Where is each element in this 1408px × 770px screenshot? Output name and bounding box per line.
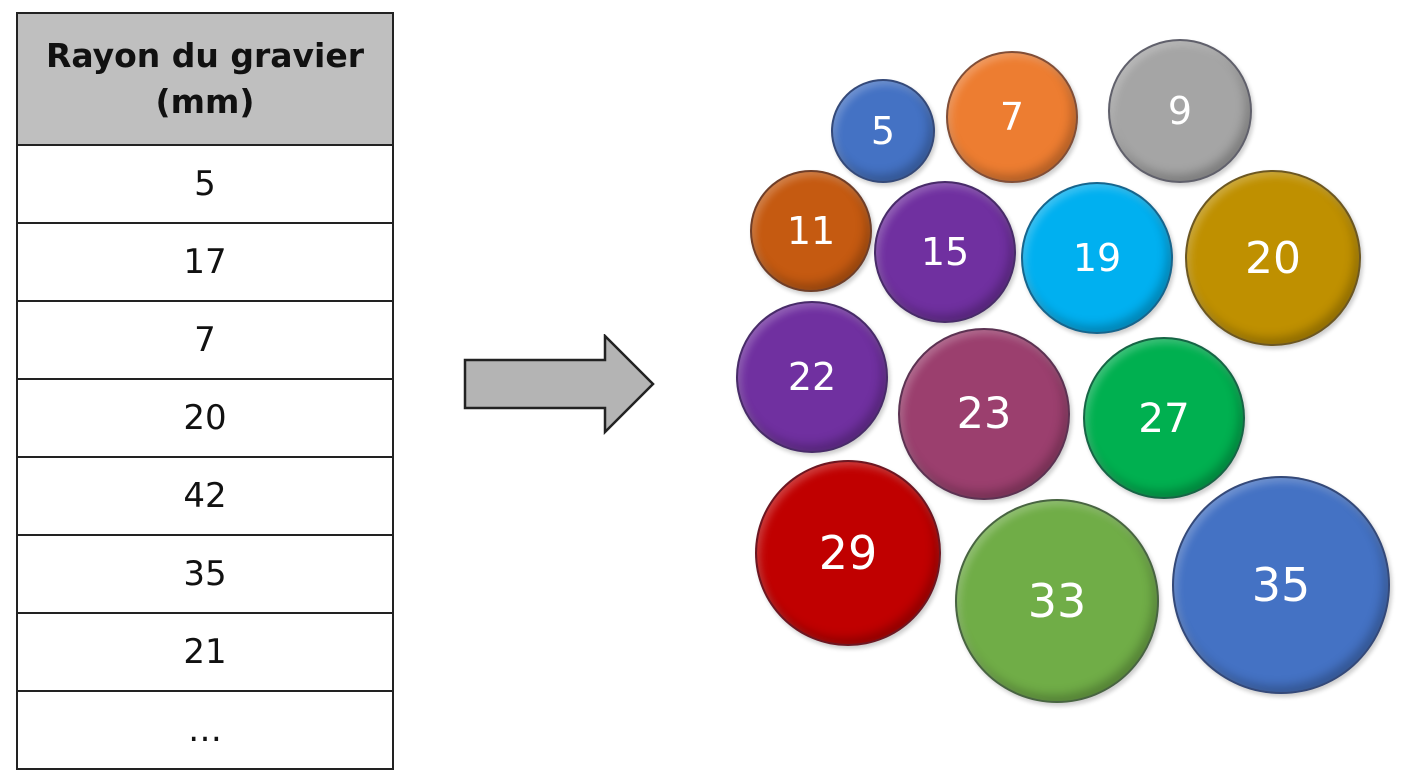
table-cell: … xyxy=(16,690,394,770)
table-row: 5 xyxy=(16,144,394,224)
gravel-circle: 20 xyxy=(1185,170,1361,346)
gravel-circle: 11 xyxy=(750,170,872,292)
circle-label: 22 xyxy=(787,355,837,399)
table-header: Rayon du gravier (mm) xyxy=(16,12,394,146)
circle-label: 27 xyxy=(1138,394,1190,442)
header-title: Rayon du gravier xyxy=(45,36,365,75)
circle-label: 29 xyxy=(818,526,878,580)
circle-label: 33 xyxy=(1027,574,1087,628)
gravel-circle: 7 xyxy=(946,51,1078,183)
circle-label: 35 xyxy=(1251,558,1311,612)
gravel-circle: 29 xyxy=(755,460,941,646)
table-row: 35 xyxy=(16,534,394,614)
table-cell: 7 xyxy=(16,300,394,380)
gravel-circle: 22 xyxy=(736,301,888,453)
table-cell: 5 xyxy=(16,144,394,224)
gravel-circle: 9 xyxy=(1108,39,1252,183)
header-unit: (mm) xyxy=(155,82,255,121)
circle-label: 19 xyxy=(1072,236,1122,280)
gravel-circle: 19 xyxy=(1021,182,1173,334)
table-row: 20 xyxy=(16,378,394,458)
circle-label: 15 xyxy=(920,230,970,274)
right-arrow-icon xyxy=(463,334,655,436)
gravel-circle: 33 xyxy=(955,499,1159,703)
circle-label: 9 xyxy=(1167,89,1193,133)
table-row: 42 xyxy=(16,456,394,536)
circle-label: 23 xyxy=(956,389,1012,439)
circle-label: 20 xyxy=(1245,232,1301,284)
table-row: 7 xyxy=(16,300,394,380)
table-cell: 20 xyxy=(16,378,394,458)
table-row: 17 xyxy=(16,222,394,302)
table-cell: 17 xyxy=(16,222,394,302)
table-cell: 21 xyxy=(16,612,394,692)
table-header-row: Rayon du gravier (mm) xyxy=(16,12,394,146)
gravel-radius-table: Rayon du gravier(mm) 5 17 7 20 42 35 21 … xyxy=(16,12,394,770)
gravel-circle: 5 xyxy=(831,79,935,183)
gravel-circle: 23 xyxy=(898,328,1070,500)
circle-label: 7 xyxy=(999,95,1025,139)
circle-label: 5 xyxy=(870,109,896,153)
circle-label: 11 xyxy=(786,209,836,253)
table-cell: 35 xyxy=(16,534,394,614)
gravel-circle: 27 xyxy=(1083,337,1245,499)
gravel-circle: 15 xyxy=(874,181,1016,323)
table-row: … xyxy=(16,690,394,770)
gravel-circle: 35 xyxy=(1172,476,1390,694)
table-cell: 42 xyxy=(16,456,394,536)
table-row: 21 xyxy=(16,612,394,692)
